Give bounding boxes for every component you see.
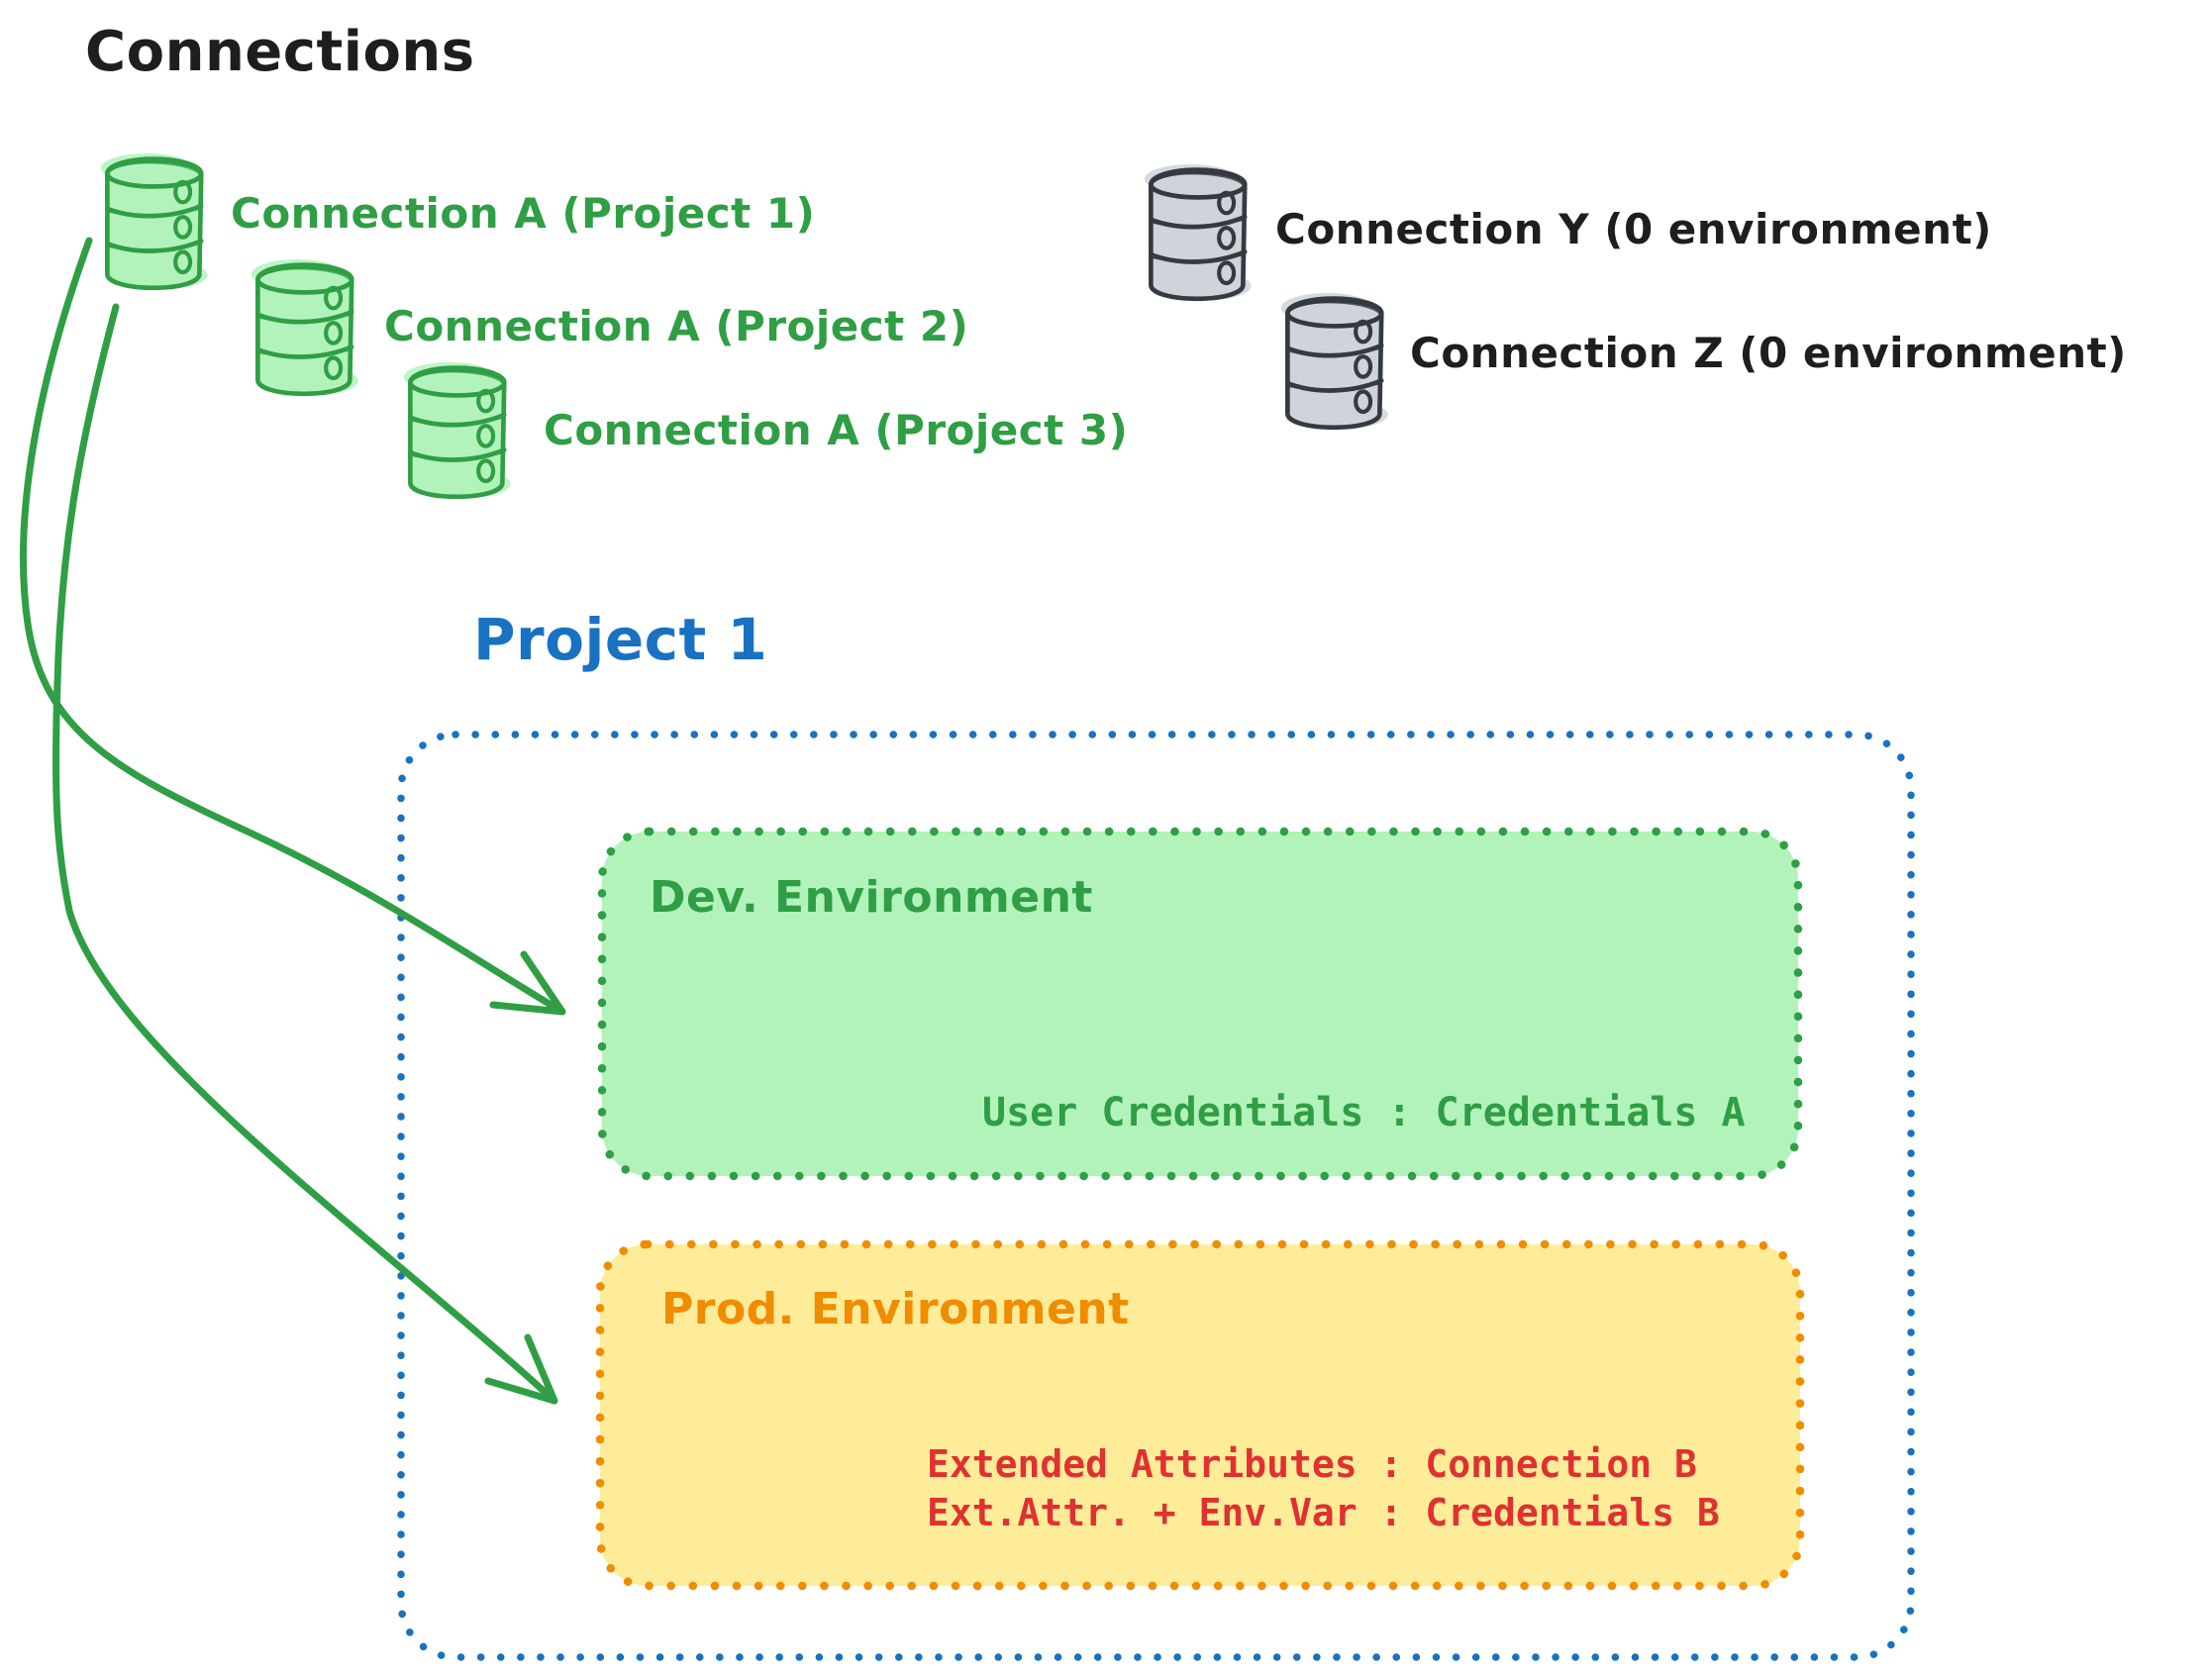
- database-icon-connection-a-project-3: [403, 362, 511, 499]
- dev-environment-credentials: User Credentials : Credentials A: [982, 1090, 1746, 1135]
- dev-environment-title: Dev. Environment: [650, 872, 1093, 923]
- connection-a-project-1-label: Connection A (Project 1): [231, 189, 816, 238]
- connection-a-project-2-label: Connection A (Project 2): [384, 302, 969, 350]
- database-icon-connection-y: [1144, 164, 1252, 301]
- prod-mapping-extended-attributes: Extended Attributes : Connection B: [927, 1442, 1697, 1486]
- project-1-title: Project 1: [473, 606, 768, 673]
- database-icon-connection-a-project-1: [100, 153, 208, 290]
- connection-a-project-3-label: Connection A (Project 3): [544, 406, 1129, 454]
- prod-environment-mappings: Extended Attributes : Connection B Ext.A…: [927, 1440, 1720, 1537]
- connection-y-label: Connection Y (0 environment): [1275, 205, 1992, 253]
- project-1-container: [397, 731, 1915, 1661]
- prod-mapping-ext-attr-env-var: Ext.Attr. + Env.Var : Credentials B: [927, 1491, 1720, 1534]
- prod-environment-box: [595, 1239, 1805, 1591]
- dev-environment-box: [597, 827, 1803, 1181]
- arrow-connection-a-to-dev: [20, 237, 566, 1016]
- database-icon-connection-a-project-2: [251, 259, 358, 396]
- database-icon-connection-z: [1280, 293, 1388, 430]
- connections-title: Connections: [85, 20, 475, 84]
- connection-z-label: Connection Z (0 environment): [1410, 329, 2127, 377]
- prod-environment-title: Prod. Environment: [661, 1284, 1130, 1334]
- arrow-connection-a-to-prod: [52, 303, 558, 1405]
